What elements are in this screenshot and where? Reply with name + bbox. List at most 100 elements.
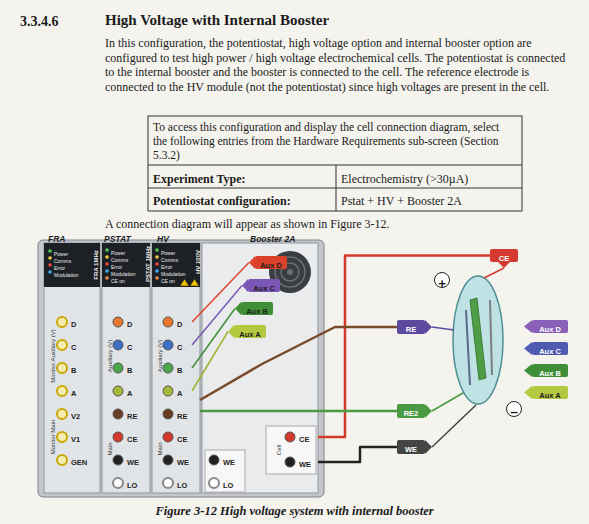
- instrument-module: PSTAT: [102, 228, 150, 493]
- label-slot: RE: [127, 405, 137, 423]
- socket: [163, 317, 173, 327]
- label-slot: PSTAT 1MHz: [136, 246, 154, 282]
- label-slot: Auxiliary (V): [148, 340, 166, 372]
- socket-label: CE: [127, 435, 137, 444]
- led: [105, 262, 109, 266]
- instrument-module: Booster 2AAux DAux CAux BAux A: [202, 228, 318, 493]
- node-text: WE: [405, 443, 417, 456]
- label-slot: A connection diagram will appear as show…: [105, 214, 390, 232]
- module-panel: [102, 243, 150, 493]
- cell-lead: [432, 327, 454, 330]
- cable-wire: [200, 410, 397, 413]
- table-note: To access this configuration and display…: [153, 120, 515, 162]
- led-label: Power: [161, 250, 175, 256]
- cable-tag: Aux D: [532, 320, 568, 333]
- node-text: RE2: [404, 407, 419, 420]
- label-slot: CE: [299, 428, 309, 446]
- label-slot: CE: [127, 428, 137, 446]
- node-text: +: [437, 277, 446, 290]
- label-slot: Modulation: [161, 262, 185, 280]
- cable-tag: WE: [397, 440, 425, 454]
- socket: [113, 409, 123, 419]
- label-slot: RE: [177, 405, 187, 423]
- socket: [163, 455, 173, 465]
- node-text: PSTAT: [104, 234, 131, 245]
- socket: [209, 478, 219, 488]
- table-cell: Potentiostat configuration:: [153, 194, 291, 209]
- socket-label: C: [127, 343, 132, 352]
- label-slot: Power: [54, 242, 68, 260]
- socket: [113, 478, 123, 488]
- socket-label: V2: [71, 412, 80, 421]
- label-slot: Monitor Auxiliary (V): [41, 329, 59, 383]
- cable-tag: CE: [490, 249, 518, 262]
- table-rule: [148, 165, 522, 166]
- socket: [285, 457, 295, 467]
- cable-tag: RE2: [397, 404, 425, 418]
- bnc-socket: [57, 386, 67, 396]
- socket-area: [205, 450, 245, 492]
- label-slot: CE on: [111, 269, 125, 287]
- label-slot: Error: [111, 255, 122, 273]
- polarity-circle: −: [506, 401, 522, 417]
- tag-pointer: [524, 320, 532, 333]
- electrode: [466, 310, 470, 385]
- cell-socket-area: [266, 426, 316, 474]
- socket-label: D: [71, 320, 76, 329]
- node-text: Aux D: [539, 323, 561, 336]
- node-text: Aux C: [539, 345, 561, 358]
- label-slot: Error: [161, 255, 172, 273]
- tag-pointer: [425, 404, 432, 418]
- led: [155, 276, 159, 280]
- table-cell: Pstat + HV + Booster 2A: [341, 194, 462, 209]
- led: [48, 256, 52, 260]
- bnc-socket: [57, 340, 67, 350]
- led: [48, 249, 52, 253]
- text-slot: High Voltage with Internal Booster: [105, 11, 329, 29]
- booster-panel: [202, 243, 318, 493]
- led: [105, 248, 109, 252]
- tag-pointer: [425, 440, 432, 454]
- table-cell: Electrochemistry (>30µA): [341, 172, 468, 187]
- label-slot: CE on: [161, 269, 175, 287]
- panel-label: Monitor Auxiliary (V): [50, 329, 57, 383]
- warning-symbol: [190, 279, 199, 286]
- label-slot: V1: [71, 428, 80, 446]
- led-label: Error: [111, 264, 122, 270]
- socket: [113, 340, 123, 350]
- panel-label: Monitor Main: [50, 420, 57, 455]
- socket-label: A: [177, 389, 182, 398]
- panel-label: Main: [157, 442, 164, 455]
- label-slot: FRA 1MHz: [84, 250, 102, 279]
- led-label: Modulation: [111, 271, 135, 277]
- label-slot: WE: [223, 451, 235, 469]
- label-slot: Cell: [267, 445, 285, 455]
- tag-pointer: [524, 386, 532, 399]
- bnc-socket: [57, 432, 67, 442]
- led-label: Error: [54, 265, 65, 271]
- socket-label: LO: [223, 481, 233, 490]
- cable-tag: Aux D: [255, 256, 287, 269]
- electrode: [490, 300, 492, 375]
- label-slot: Error: [54, 256, 65, 274]
- label-slot: Monitor Main: [41, 420, 59, 455]
- led-label: CE on: [111, 278, 125, 284]
- label-slot: GEN: [71, 451, 87, 469]
- socket: [163, 409, 173, 419]
- socket-label: D: [177, 320, 182, 329]
- label-slot: Potentiostat configuration:: [153, 191, 291, 209]
- module-name: HV 100V: [195, 250, 202, 274]
- socket-label: LO: [127, 481, 137, 490]
- socket-label: WE: [299, 460, 311, 469]
- socket-label: CE: [299, 435, 309, 444]
- tag-pointer: [524, 342, 532, 355]
- socket-label: RE: [127, 412, 137, 421]
- label-slot: Comms: [161, 248, 178, 266]
- cell-lead: [484, 268, 504, 278]
- instrument-module: HV: [152, 228, 200, 493]
- section-number: 3.3.4.6: [20, 13, 59, 31]
- led-panel: [44, 243, 100, 287]
- label-slot: Pstat + HV + Booster 2A: [341, 191, 462, 209]
- cable-tag: Aux B: [532, 364, 568, 377]
